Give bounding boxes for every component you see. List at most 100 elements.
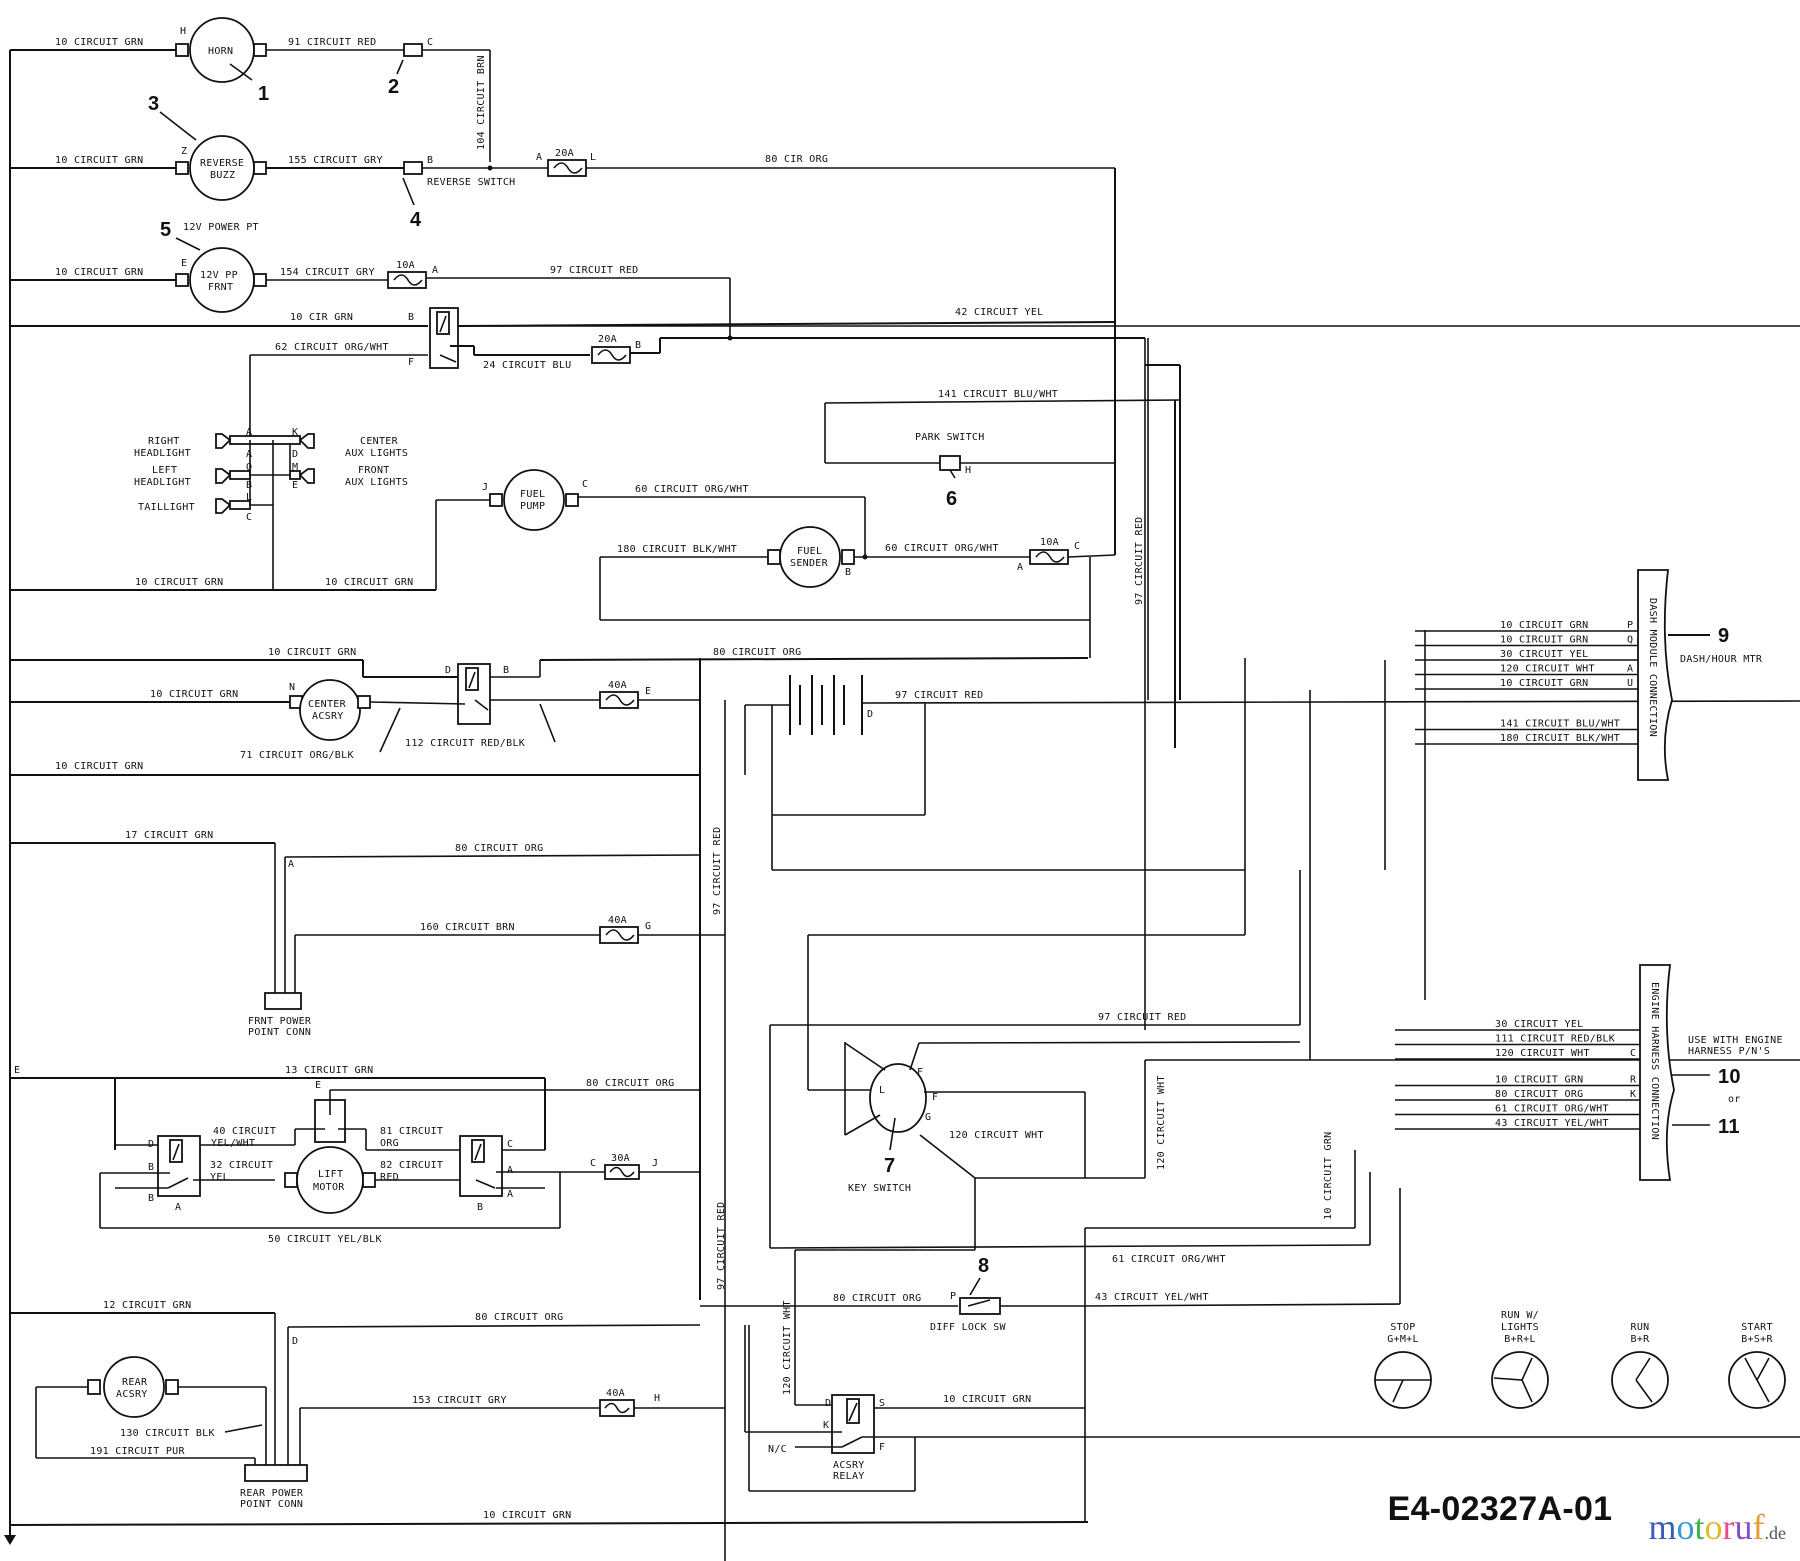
wire-label: 104 CIRCUIT BRN — [476, 55, 487, 150]
reverse-switch-label: REVERSE SWITCH — [427, 177, 516, 188]
light-label: CENTER — [360, 436, 399, 447]
diff-lock-switch[interactable] — [959, 1297, 1001, 1315]
pin-label: C — [590, 1158, 596, 1169]
light-label: TAILLIGHT — [138, 502, 195, 513]
wire-label: YEL/WHT — [211, 1138, 255, 1149]
wire-label: 50 CIRCUIT YEL/BLK — [268, 1234, 382, 1245]
pin-label: L — [879, 1085, 885, 1096]
fuse-20a — [591, 346, 631, 364]
lift-motor-label: MOTOR — [313, 1182, 345, 1193]
wire-label: 10 CIRCUIT GRN — [150, 689, 239, 700]
pin-label: D — [825, 1398, 831, 1409]
engine-note: HARNESS P/N'S — [1688, 1046, 1770, 1057]
rear-power-conn-label: REAR POWER — [240, 1488, 304, 1499]
wire-label: 43 CIRCUIT YEL/WHT — [1095, 1292, 1209, 1303]
wire-label: 60 CIRCUIT ORG/WHT — [635, 484, 749, 495]
accessory-relay-circuit: 120 CIRCUIT WHT D S 10 CIRCUIT GRN K N/C… — [716, 1202, 1800, 1522]
pin-label: B — [427, 155, 433, 166]
pin-label: B — [148, 1162, 154, 1173]
rear-power-conn-label: POINT CONN — [240, 1499, 303, 1510]
center-aux-lights — [298, 433, 315, 449]
key-position-combo: B+S+R — [1741, 1334, 1773, 1345]
fuse-rating: 20A — [555, 148, 574, 159]
callout-11: 11 — [1718, 1116, 1740, 1138]
pin-label: H — [180, 26, 186, 37]
relay-a-label: A — [175, 1202, 181, 1213]
pin-label: C — [582, 479, 588, 490]
pin-label: B — [246, 480, 252, 491]
wire-label: 80 CIRCUIT ORG — [455, 843, 544, 854]
light-label: HEADLIGHT — [134, 448, 191, 459]
reverse-switch[interactable] — [403, 161, 423, 175]
callout-7: 7 — [884, 1155, 895, 1177]
watermark-letter: f — [1752, 1507, 1765, 1547]
connector-pin: R — [1630, 1075, 1637, 1086]
key-switch-label: KEY SWITCH — [848, 1183, 911, 1194]
watermark-letter: u — [1734, 1507, 1753, 1547]
pin-label: D — [148, 1139, 154, 1150]
wire-label: 10 CIRCUIT GRN — [135, 577, 224, 588]
wire-label: 71 CIRCUIT ORG/BLK — [240, 750, 354, 761]
pin-label: K — [292, 427, 298, 438]
horn-circuit: 10 CIRCUIT GRN H HORN 91 CIRCUIT RED C 1… — [10, 17, 491, 162]
wire-label: 81 CIRCUIT — [380, 1126, 443, 1137]
connector-wire-label: 120 CIRCUIT WHT — [1500, 664, 1595, 675]
fuel-sender-label: FUEL — [797, 546, 822, 557]
engine-harness-connector: ENGINE HARNESS CONNECTION 30 CIRCUIT YEL… — [1395, 964, 1783, 1181]
wire-label: 97 CIRCUIT RED — [712, 827, 723, 916]
pin-label: E — [14, 1065, 20, 1076]
watermark-letter: t — [1694, 1507, 1705, 1547]
fuse-40a — [599, 926, 639, 944]
lift-motor-label: LIFT — [318, 1169, 343, 1180]
wire-label: 160 CIRCUIT BRN — [420, 922, 515, 933]
park-switch[interactable] — [939, 455, 961, 471]
key-switch[interactable] — [869, 1063, 927, 1133]
watermark-letter: o — [1704, 1507, 1723, 1547]
rear-accessory-circuit: 12 CIRCUIT GRN D 80 CIRCUIT ORG REAR ACS… — [9, 1300, 1089, 1526]
light-label: FRONT — [358, 465, 390, 476]
pin-label: E — [645, 686, 651, 697]
wire-label: 120 CIRCUIT WHT — [949, 1130, 1044, 1141]
wire-label: 80 CIRCUIT ORG — [475, 1312, 564, 1323]
pin-label: F — [879, 1442, 885, 1453]
horn-switch[interactable] — [403, 43, 423, 57]
wire-label: 97 CIRCUIT RED — [895, 690, 984, 701]
connector-wire-label: 111 CIRCUIT RED/BLK — [1495, 1034, 1615, 1045]
frnt-power-conn-label: FRNT POWER — [248, 1016, 312, 1027]
front-aux-lights — [298, 468, 315, 484]
pin-label: E — [315, 1080, 321, 1091]
pin-label: H — [654, 1393, 660, 1404]
connector-pin: P — [1627, 620, 1633, 631]
power-point-label: 12V PP — [200, 270, 238, 281]
wire-label: 61 CIRCUIT ORG/WHT — [1112, 1254, 1226, 1265]
callout-3: 3 — [148, 93, 159, 115]
wire-label: 97 CIRCUIT RED — [1098, 1012, 1187, 1023]
pin-label: Z — [181, 146, 187, 157]
key-position-name: RUN — [1631, 1322, 1650, 1333]
wire-label: ORG — [380, 1138, 399, 1149]
pin-label: S — [879, 1398, 885, 1409]
key-position-name: LIGHTS — [1501, 1322, 1539, 1333]
connector-wire-label: 141 CIRCUIT BLU/WHT — [1500, 719, 1620, 730]
wire-label: 153 CIRCUIT GRY — [412, 1395, 507, 1406]
fuse-10a — [1029, 549, 1069, 565]
left-headlight — [215, 468, 232, 484]
dash-module-label: DASH MODULE CONNECTION — [1647, 598, 1658, 737]
pin-label: F — [932, 1092, 938, 1103]
wire-label: 42 CIRCUIT YEL — [955, 307, 1044, 318]
pin-label: F — [408, 357, 414, 368]
pin-label: C — [246, 512, 252, 523]
circuit-97-red: 97 CIRCUIT RED — [1134, 517, 1145, 606]
connector-wire-label: 30 CIRCUIT YEL — [1500, 649, 1589, 660]
pin-label: D — [292, 449, 298, 460]
connector-pin: U — [1627, 678, 1633, 689]
key-position-name: STOP — [1390, 1322, 1415, 1333]
wire-label: 80 CIRCUIT ORG — [833, 1293, 922, 1304]
park-switch-circuit: 141 CIRCUIT BLU/WHT PARK SWITCH H 6 — [824, 338, 1181, 748]
pin-label: D — [445, 665, 451, 676]
watermark-letter: o — [1676, 1507, 1695, 1547]
pin-label: A — [246, 427, 252, 438]
